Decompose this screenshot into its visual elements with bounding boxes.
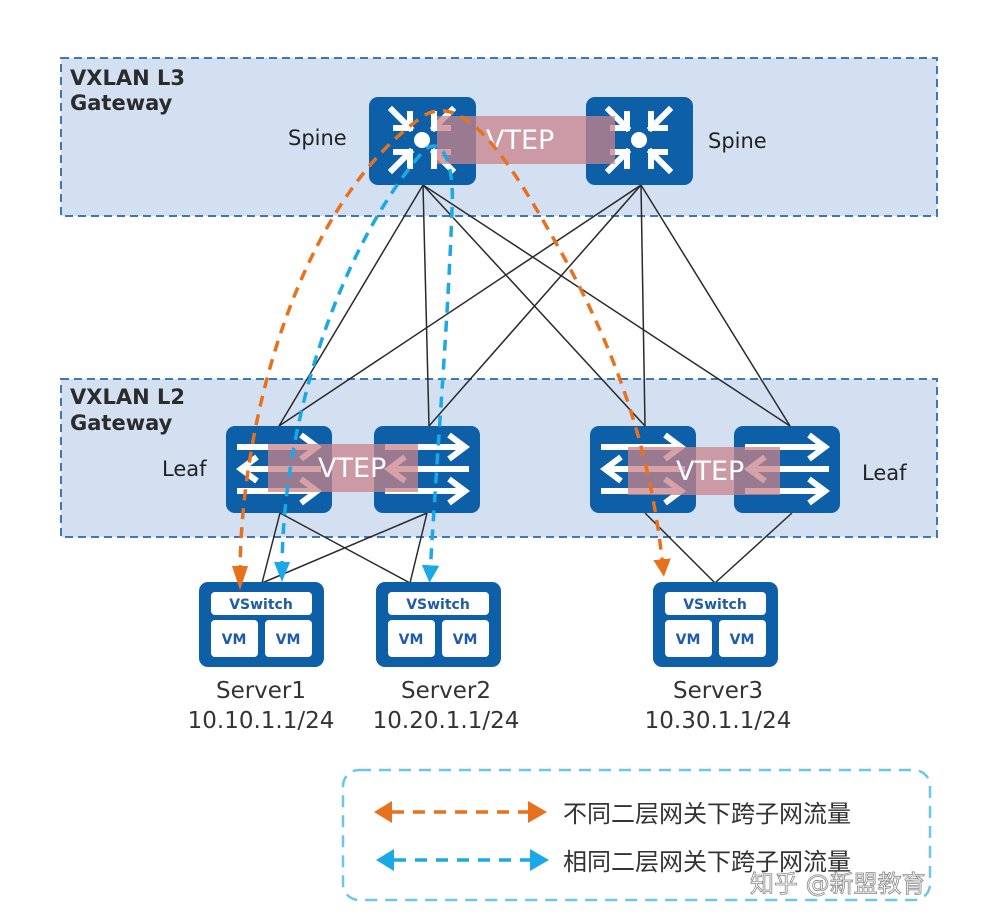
vm-chip: [665, 620, 712, 657]
orange-arrowhead-server1: [232, 566, 248, 590]
legend-label-orange: 不同二层网关下跨子网流量: [563, 800, 851, 828]
legend-item-blue: 相同二层网关下跨子网流量: [376, 848, 851, 876]
vm-chip: [719, 620, 766, 657]
leaf-right-label: Leaf: [862, 461, 907, 485]
vswitch-label: VSwitch: [406, 597, 470, 613]
region-l3-title-line2: Gateway: [70, 91, 173, 115]
vm-chip: [388, 620, 435, 657]
legend-label-blue: 相同二层网关下跨子网流量: [563, 848, 851, 876]
leaf-left-label: Leaf: [162, 457, 207, 481]
vtep-band-spine: VTEP: [437, 116, 615, 164]
vtep-label-spine: VTEP: [486, 125, 554, 156]
vswitch-chip: [211, 592, 312, 615]
server-1-ip: 10.10.1.1/24: [188, 708, 335, 734]
legend-left-arrow-icon: [376, 849, 394, 871]
server-2-ip: 10.20.1.1/24: [373, 708, 520, 734]
vswitch-chip: [665, 592, 766, 615]
server-1-name: Server1: [216, 678, 306, 704]
blue-arrowhead-server1: [274, 562, 290, 582]
orange-flow-path: [238, 109, 671, 577]
server-3-name: Server3: [673, 678, 763, 704]
vswitch-label: VSwitch: [229, 597, 293, 613]
vm-label: VM: [399, 632, 424, 648]
server-1[interactable]: VSwitch VM VM: [199, 582, 324, 667]
link-spine1-leaf3: [422, 184, 646, 427]
vm-chip: [265, 620, 312, 657]
server-2[interactable]: VSwitch VM VM: [376, 582, 501, 667]
spine-1-label: Spine: [288, 126, 347, 150]
link-leaf1-server1: [261, 512, 281, 584]
link-spine2-leaf1: [278, 184, 642, 427]
link-spine2-leaf3: [640, 184, 646, 427]
server-3[interactable]: VSwitch VM VM: [653, 582, 778, 667]
vtep-label-leaf-2: VTEP: [676, 456, 744, 487]
link-spine1-leaf2: [422, 184, 430, 427]
link-spine2-leaf2: [428, 184, 642, 427]
legend-right-arrow-icon: [528, 801, 547, 823]
vm-chip: [211, 620, 258, 657]
vm-label: VM: [453, 632, 478, 648]
link-leaf2-server1: [261, 512, 428, 584]
link-spine2-leaf4: [640, 184, 791, 427]
server-2-name: Server2: [401, 678, 491, 704]
spine-leaf-links: [278, 184, 791, 427]
blue-flow-path: [280, 144, 455, 583]
vm-label: VM: [276, 632, 301, 648]
region-l2-title-line1: VXLAN L2: [70, 385, 185, 409]
vm-label: VM: [676, 632, 701, 648]
vm-label: VM: [730, 632, 755, 648]
watermark: 知乎 @新盟教育: [750, 870, 926, 898]
link-spine1-leaf1: [278, 184, 424, 427]
spine-2-label: Spine: [708, 129, 767, 153]
link-spine1-leaf4: [422, 184, 791, 427]
vm-label: VM: [222, 632, 247, 648]
link-leaf2-server2: [409, 512, 428, 584]
server-3-ip: 10.30.1.1/24: [645, 708, 792, 734]
vswitch-chip: [388, 592, 489, 615]
legend-right-arrow-icon: [530, 849, 549, 871]
link-leaf4-server3: [714, 512, 793, 584]
vswitch-label: VSwitch: [683, 597, 747, 613]
vtep-label-leaf-1: VTEP: [318, 453, 386, 484]
traffic-flows: [238, 109, 671, 583]
legend-item-orange: 不同二层网关下跨子网流量: [374, 800, 851, 828]
legend: 不同二层网关下跨子网流量 相同二层网关下跨子网流量: [341, 768, 932, 902]
region-l2-title-line2: Gateway: [70, 411, 173, 435]
vm-chip: [442, 620, 489, 657]
region-l3-title-line1: VXLAN L3: [70, 66, 185, 90]
vtep-band-leaf-pair-2: VTEP: [628, 447, 780, 495]
legend-left-arrow-icon: [374, 801, 392, 823]
